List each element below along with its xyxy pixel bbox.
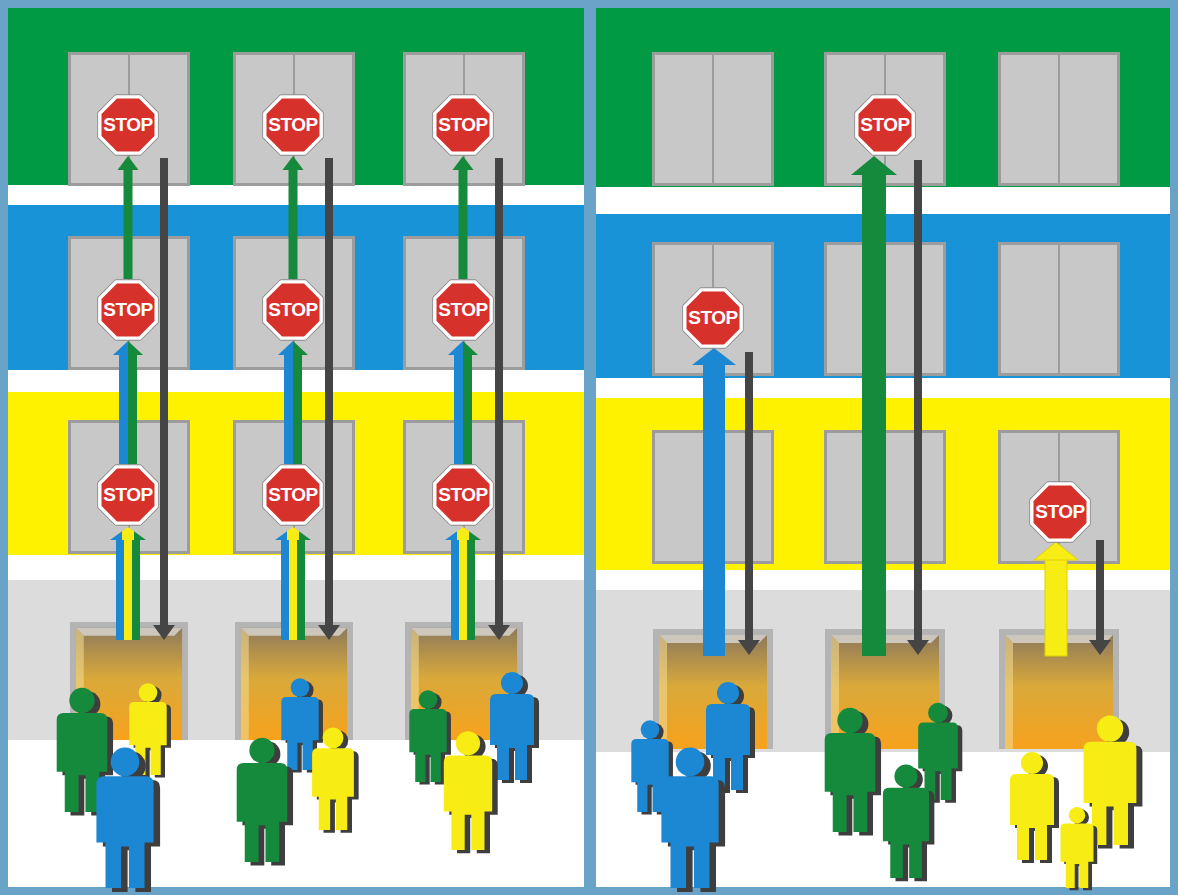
arrow-segment [448,341,463,355]
blue-passenger [706,682,755,793]
arrow-segment [124,169,133,279]
return-arrow [318,158,340,640]
arrow-segment [113,341,128,355]
passengers [57,672,539,892]
arrow-segment [454,354,463,464]
stop-sign: STOP [854,94,916,156]
arrow-segment [463,341,478,355]
arrow-segment [453,156,474,170]
blue-up-arrow [703,364,725,656]
up-arrow-connector [283,156,304,279]
green-passenger [237,738,293,866]
arrow-segment [284,354,293,464]
return-arrow [745,352,753,641]
blue-up-arrow [692,348,736,365]
up-arrow-connector [113,341,143,464]
stop-label: STOP [1029,481,1091,543]
return-arrow [153,158,175,640]
green-up-arrow [862,174,886,656]
elevator-door [654,54,773,186]
floor-bands [8,8,584,740]
arrow-segment [459,169,468,279]
stop-label: STOP [682,287,744,349]
arrow-segment [128,354,137,464]
elevator-door [405,54,524,186]
yellow-passenger [1010,752,1059,863]
stop-sign: STOP [432,464,494,526]
stop-label: STOP [262,464,324,526]
stop-sign: STOP [97,279,159,341]
panel-frame [592,4,1174,891]
arrow-segment [293,354,302,464]
green-passenger [918,703,962,803]
green-floor [596,8,1170,187]
green-passenger [883,765,934,882]
stop-sign: STOP [262,464,324,526]
stop-label: STOP [97,94,159,156]
grouped-up-arrows [692,156,1078,656]
elevator-door [1000,54,1119,186]
yellow-passenger [1061,807,1098,890]
arrow-segment [289,169,298,279]
stop-label: STOP [432,279,494,341]
elevator-door [235,54,354,186]
arrow-segment [278,341,293,355]
arrow-segment [293,341,308,355]
up-arrow-connector [453,156,474,279]
arrow-segment [119,354,128,464]
stop-sign: STOP [262,279,324,341]
stop-sign: STOP [1029,481,1091,543]
arrow-segment [283,156,304,170]
elevator-door [70,54,189,186]
return-arrow [1089,640,1111,655]
panel-frame [4,4,588,891]
return-arrows [153,158,510,640]
stop-label: STOP [97,279,159,341]
green-passenger [825,708,881,836]
elevator-door [654,244,773,376]
mixed-up-arrow [275,527,311,640]
arrow-segment [118,156,139,170]
blue-passenger [661,748,725,892]
return-arrows [738,160,1111,655]
return-arrow [738,640,760,655]
floor-bands [596,8,1170,752]
return-arrow [1096,540,1104,641]
yellow-passenger [444,731,498,853]
elevator-door [1000,244,1119,376]
passengers [631,682,1142,892]
green-up-arrow [851,156,897,175]
stop-label: STOP [432,94,494,156]
yellow-passenger [312,727,359,832]
elevator-door [826,54,945,186]
return-arrow [914,160,922,641]
mixed-up-arrow [110,527,146,640]
up-arrow-connector [278,341,308,464]
up-arrow-connector [448,341,478,464]
arrow-segment [463,354,472,464]
stop-label: STOP [432,464,494,526]
stop-sign: STOP [97,94,159,156]
arrow-segment [128,341,143,355]
blue-passenger [96,748,160,892]
stop-sign: STOP [432,94,494,156]
stop-label: STOP [854,94,916,156]
mixed-up-arrow [445,527,481,640]
stop-label: STOP [262,279,324,341]
stop-sign: STOP [97,464,159,526]
yellow-up-arrow [1034,542,1078,560]
stop-label: STOP [262,94,324,156]
stop-sign: STOP [262,94,324,156]
up-arrow-connector [118,156,139,279]
stop-label: STOP [97,464,159,526]
return-arrow [488,158,510,640]
stop-sign: STOP [682,287,744,349]
stop-sign: STOP [432,279,494,341]
elevator-doors [70,54,524,554]
return-arrow [907,640,929,655]
yellow-up-arrow [1045,559,1067,656]
